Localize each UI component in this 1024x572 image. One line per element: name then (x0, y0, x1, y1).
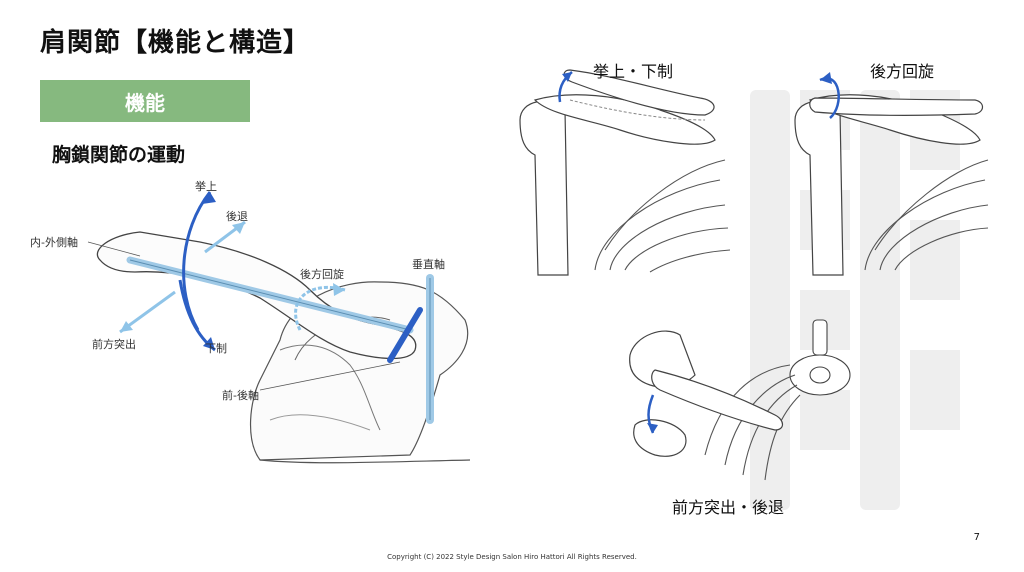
page-number: 7 (973, 532, 980, 543)
shoulder-protraction-diagram (629, 319, 851, 481)
label-posterior-rotation: 後方回旋 (300, 268, 344, 281)
label-posterior-rotation-right: 後方回旋 (870, 62, 935, 81)
shoulder-elevation-diagram (519, 69, 731, 276)
sternoclavicular-diagram (87, 191, 471, 464)
copyright: Copyright (C) 2022 Style Design Salon Hi… (387, 553, 637, 561)
label-elevation: 挙上 (195, 180, 217, 193)
subheading: 胸鎖関節の運動 (52, 144, 186, 166)
label-anterior-posterior-axis: 前-後軸 (222, 389, 259, 402)
shoulder-rotation-diagram (794, 72, 989, 276)
label-elevation-depression: 挙上・下制 (593, 62, 674, 81)
label-depression: 下制 (205, 342, 227, 355)
page-title: 肩関節【機能と構造】 (40, 28, 311, 58)
label-medial-lateral-axis: 内-外側軸 (30, 236, 78, 249)
label-retraction: 後退 (226, 210, 248, 223)
label-vertical-axis: 垂直軸 (412, 258, 445, 271)
label-protraction: 前方突出 (92, 338, 136, 351)
watermark-logo (750, 90, 960, 510)
label-protraction-retraction: 前方突出・後退 (672, 498, 785, 517)
section-tag: 機能 (40, 80, 250, 122)
